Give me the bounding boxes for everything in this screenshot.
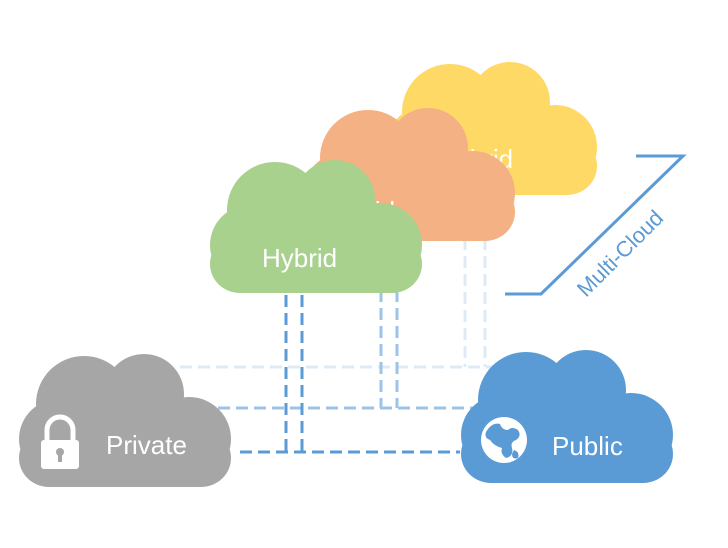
middle-hybrid-connectors bbox=[218, 290, 510, 410]
connector-lines bbox=[180, 238, 522, 454]
back-hybrid-connectors bbox=[180, 238, 522, 369]
lock-icon bbox=[41, 414, 79, 469]
hybrid-cloud-front: Hybrid bbox=[210, 160, 422, 293]
globe-icon bbox=[481, 417, 527, 463]
front-hybrid-connectors bbox=[240, 295, 460, 454]
hybrid-cloud-front-label: Hybrid bbox=[262, 243, 337, 273]
multi-cloud-label: Multi-Cloud bbox=[572, 205, 668, 301]
public-cloud: Public bbox=[461, 350, 673, 483]
multi-cloud-bracket bbox=[505, 154, 687, 296]
private-cloud: Private bbox=[19, 354, 231, 487]
public-cloud-label: Public bbox=[552, 431, 623, 461]
private-cloud-label: Private bbox=[106, 430, 187, 460]
